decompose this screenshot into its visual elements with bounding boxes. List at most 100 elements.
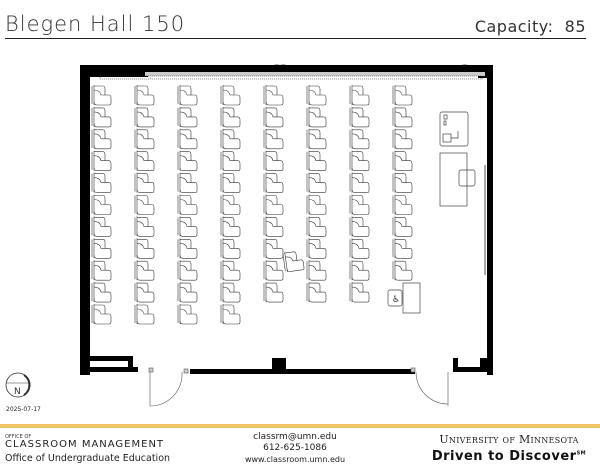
chair (220, 194, 241, 215)
capacity-label: Capacity: (474, 17, 554, 36)
chair (177, 85, 198, 106)
chair (134, 282, 155, 303)
chair (220, 150, 241, 171)
chair (220, 128, 241, 150)
chair (177, 106, 198, 128)
chair (177, 238, 198, 259)
chair (91, 194, 112, 215)
chair (263, 85, 284, 106)
chair (220, 106, 241, 128)
room-title: Blegen Hall 150 (5, 12, 186, 36)
service-mark: SM (576, 450, 587, 457)
chair (392, 260, 413, 281)
chair (134, 106, 155, 128)
north-compass: N (5, 372, 31, 398)
chair (263, 260, 284, 281)
chair (134, 150, 155, 171)
chair (177, 282, 198, 303)
chair (177, 150, 198, 171)
chair (306, 106, 327, 128)
capacity-value: 85 (564, 17, 586, 36)
department: Office of Undergraduate Education (5, 453, 171, 464)
instructor-chair (458, 169, 476, 187)
chair (220, 216, 241, 237)
chair (392, 85, 413, 106)
chair (91, 150, 112, 171)
chair (220, 238, 241, 259)
wheelchair-icon: ♿ (392, 295, 400, 305)
chair (306, 150, 327, 171)
chair (392, 238, 413, 259)
seating (91, 85, 413, 325)
windows (99, 64, 485, 80)
chair (91, 85, 112, 106)
email-link[interactable]: classrm@umn.edu (253, 432, 337, 442)
chair (263, 106, 284, 128)
capacity: Capacity: 85 (475, 17, 586, 36)
walls (80, 65, 493, 375)
chair (349, 150, 370, 171)
university-logo: University of Minnesota Driven to Discov… (424, 433, 594, 464)
chair (134, 85, 155, 106)
chair (220, 304, 241, 325)
chair (306, 260, 327, 281)
instructor-station: ♿ (387, 111, 476, 314)
chair (349, 216, 370, 237)
chair (263, 194, 284, 215)
chair (220, 85, 241, 106)
right-wall (487, 65, 493, 375)
doors (148, 367, 449, 407)
chair (349, 238, 370, 259)
chair (349, 172, 370, 193)
chair (177, 194, 198, 215)
chair (306, 282, 327, 303)
av-cabinet (439, 111, 469, 147)
chair (134, 194, 155, 215)
chair (263, 282, 284, 303)
plan-date: 2025-07-17 (6, 406, 41, 413)
chair (349, 282, 370, 303)
chair (306, 172, 327, 193)
website-link[interactable]: www.classroom.umn.edu (244, 455, 346, 464)
chair (263, 150, 284, 171)
chair (134, 172, 155, 193)
compass-label: N (14, 387, 21, 397)
chair (349, 194, 370, 215)
chair (349, 260, 370, 281)
instructor-table (439, 152, 468, 207)
chair (306, 128, 327, 150)
chair (177, 304, 198, 325)
left-wall (80, 65, 90, 375)
chair (91, 128, 112, 150)
chair (263, 128, 284, 150)
chair (349, 106, 370, 128)
header-rule (5, 38, 586, 39)
chair (392, 172, 413, 193)
chair (349, 128, 370, 150)
chair (134, 304, 155, 325)
chair (134, 128, 155, 150)
chair (220, 260, 241, 281)
chair (91, 260, 112, 281)
chair (392, 150, 413, 171)
chair (392, 128, 413, 150)
chair (220, 282, 241, 303)
chair (91, 304, 112, 325)
chair (263, 238, 284, 259)
chair (91, 106, 112, 128)
chair (392, 216, 413, 237)
office-of: OFFICE OF (5, 434, 32, 440)
chair (91, 216, 112, 237)
office-logo: OFFICE OF CLASSROOM MANAGEMENT Office of… (5, 434, 170, 464)
floor-plan: ♿ N (5, 64, 493, 407)
chair (282, 251, 305, 272)
chair (392, 194, 413, 215)
wheelchair-seat (387, 289, 403, 307)
contact-info: classrm@umn.edu 612-625-1086 www.classro… (220, 432, 370, 465)
tagline: Driven to DiscoverSM (424, 449, 594, 464)
chair (91, 282, 112, 303)
chair (306, 216, 327, 237)
chair (306, 85, 327, 106)
chair (306, 194, 327, 215)
phone: 612-625-1086 (263, 443, 327, 453)
